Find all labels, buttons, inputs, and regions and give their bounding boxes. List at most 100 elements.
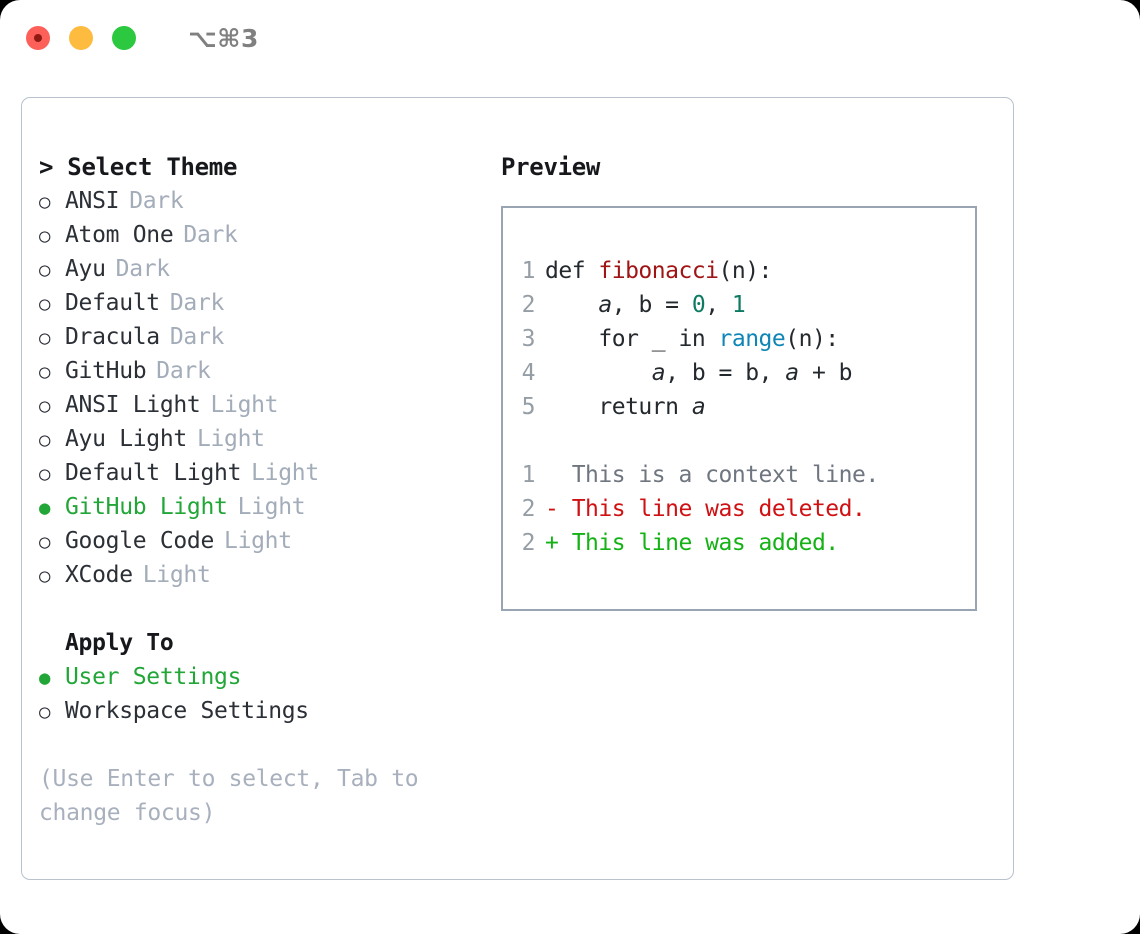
code-token-plain: , [705, 292, 732, 318]
radio-unselected-icon: ○ [39, 395, 51, 417]
diff-line-ctx: 1 This is a context line. [503, 458, 975, 492]
code-token-plain: return [545, 394, 692, 420]
code-token-num: 1 [731, 292, 746, 318]
code-token-plain: , b = [611, 292, 692, 318]
theme-option-10[interactable]: ○ Google Code Light [39, 524, 494, 558]
code-diff-gap [503, 424, 975, 458]
code-line: 5 return a [503, 390, 975, 424]
code-line-content: a, b = b, a + b [545, 356, 853, 390]
theme-option-9[interactable]: ● GitHub Light Light [39, 490, 494, 524]
line-number: 4 [521, 360, 536, 386]
radio-unselected-icon: ○ [39, 327, 51, 349]
preview-header: Preview [501, 153, 601, 181]
radio-unselected-icon: ○ [39, 191, 51, 213]
theme-category-label: Dark [183, 222, 238, 248]
close-button[interactable] [26, 26, 50, 50]
code-line-content: a, b = 0, 1 [545, 288, 745, 322]
radio-unselected-icon: ○ [39, 259, 51, 281]
radio-unselected-icon: ○ [39, 565, 51, 587]
theme-option-label: GitHub Light [65, 494, 228, 520]
apply-option-1[interactable]: ○ Workspace Settings [39, 694, 494, 728]
theme-option-label: XCode [65, 562, 133, 588]
theme-category-label: Dark [169, 290, 225, 316]
radio-selected-icon: ● [39, 497, 51, 519]
theme-option-4[interactable]: ○ Dracula Dark [39, 320, 494, 354]
code-token-call: range [718, 326, 786, 352]
code-line: 3 for _ in range(n): [503, 322, 975, 356]
select-theme-header: > Select Theme [39, 153, 238, 181]
code-token-fn: fibonacci [598, 258, 719, 284]
diff-line-content: + This line was added. [545, 530, 839, 556]
maximize-button[interactable] [112, 26, 136, 50]
diff-line-del: 2 - This line was deleted. [503, 492, 975, 526]
line-number: 5 [521, 394, 536, 420]
code-token-plain: def [545, 258, 599, 284]
diff-sample: 1 This is a context line. 2 - This line wa… [503, 458, 975, 560]
diff-line-add: 2+ This line was added. [503, 526, 975, 560]
apply-option-label: Workspace Settings [65, 698, 309, 724]
line-number: 2 [521, 496, 536, 522]
theme-category-label: Light [196, 426, 265, 452]
code-line-content: def fibonacci(n): [545, 254, 772, 288]
theme-category-label: Dark [115, 256, 171, 282]
radio-selected-icon: ● [39, 667, 51, 689]
line-number: 1 [521, 258, 536, 284]
code-token-var: a [651, 360, 666, 386]
code-token-plain [545, 360, 652, 386]
apply-to-list[interactable]: ●User Settings ○ Workspace Settings [39, 660, 494, 728]
apply-option-0[interactable]: ●User Settings [39, 660, 494, 694]
code-token-var: a [598, 292, 612, 318]
radio-unselected-icon: ○ [39, 361, 51, 383]
theme-option-label: GitHub [65, 358, 147, 384]
radio-unselected-icon: ○ [39, 701, 51, 723]
minimize-button[interactable] [69, 26, 93, 50]
theme-option-3[interactable]: ○ Default Dark [39, 286, 494, 320]
section-spacer [39, 592, 494, 626]
code-line-content: for _ in range(n): [545, 322, 839, 356]
code-token-plain: (n): [785, 326, 839, 352]
code-line: 2 a, b = 0, 1 [503, 288, 975, 322]
theme-option-label: Dracula [65, 324, 160, 350]
theme-category-label: Light [237, 494, 306, 520]
traffic-lights [26, 26, 136, 50]
radio-unselected-icon: ○ [39, 293, 51, 315]
theme-option-label: Google Code [65, 528, 215, 554]
keyboard-hint: (Use Enter to select, Tab to change focu… [39, 766, 419, 826]
theme-category-label: Light [251, 460, 319, 486]
radio-unselected-icon: ○ [39, 531, 51, 553]
theme-category-label: Dark [169, 324, 225, 350]
diff-line-content: - This line was deleted. [545, 496, 866, 522]
code-token-var: a [691, 394, 706, 420]
theme-option-8[interactable]: ○ Default Light Light [39, 456, 494, 490]
code-line: 1 def fibonacci(n): [503, 254, 975, 288]
theme-category-label: Light [224, 528, 292, 554]
code-token-var: a [785, 360, 799, 386]
theme-option-label: Default Light [65, 460, 242, 486]
code-line: 4 a, b = b, a + b [503, 356, 975, 390]
theme-category-label: Light [210, 392, 279, 418]
radio-unselected-icon: ○ [39, 225, 51, 247]
theme-option-label: ANSI [65, 188, 120, 214]
radio-unselected-icon: ○ [39, 463, 51, 485]
code-line-content: return a [545, 390, 705, 424]
shortcut-label: ⌥⌘3 [188, 23, 259, 53]
theme-option-label: Default [65, 290, 160, 316]
code-token-plain [545, 292, 598, 318]
line-number: 2 [521, 292, 536, 318]
title-bar: ⌥⌘3 [0, 0, 1140, 76]
theme-option-label: Ayu Light [65, 426, 187, 452]
